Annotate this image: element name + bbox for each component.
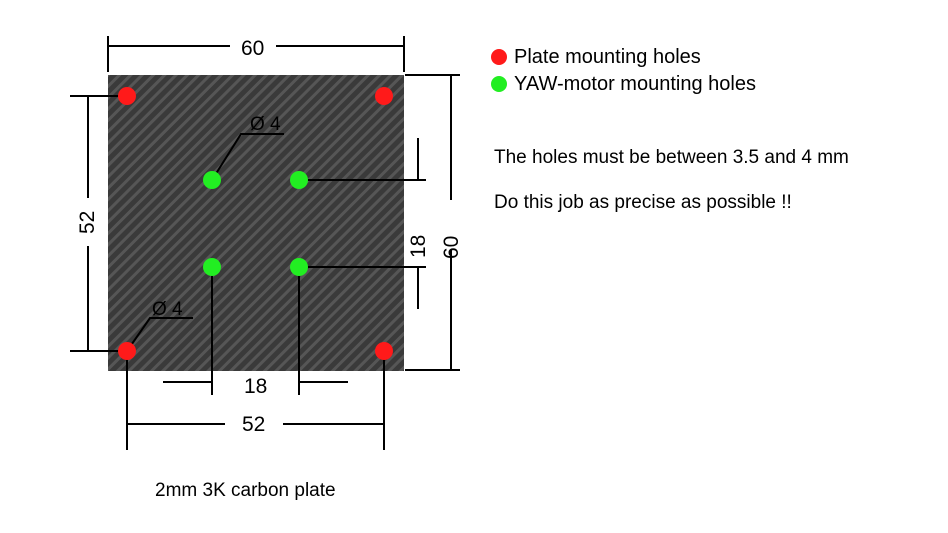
- legend-yaw-holes: YAW-motor mounting holes: [491, 72, 756, 96]
- holes: [118, 87, 393, 360]
- dimension-inner-vertical-18: 18: [407, 234, 430, 258]
- legend-yaw-holes-label: YAW-motor mounting holes: [514, 73, 756, 95]
- carbon-plate: [108, 75, 404, 371]
- legend-plate-holes-label: Plate mounting holes: [514, 46, 701, 68]
- dimension-bottom-52: 52: [242, 413, 266, 436]
- hole-diameter-label-top: Ø 4: [250, 114, 281, 135]
- yaw-hole-top-right: [290, 171, 308, 189]
- red-dot-icon: [491, 49, 507, 65]
- note-tolerance: The holes must be between 3.5 and 4 mm: [494, 147, 849, 168]
- legend-plate-holes: Plate mounting holes: [491, 45, 701, 69]
- yaw-hole-top-left: [203, 171, 221, 189]
- dimension-top-60: 60: [241, 37, 265, 60]
- plate-hole-bottom-left: [118, 342, 136, 360]
- dimension-lines: [70, 36, 460, 450]
- dimension-left-52: 52: [76, 210, 99, 234]
- green-dot-icon: [491, 76, 507, 92]
- plate-hole-top-left: [118, 87, 136, 105]
- note-precision: Do this job as precise as possible !!: [494, 192, 792, 213]
- plate-hole-bottom-right: [375, 342, 393, 360]
- hole-diameter-label-bottom: Ø 4: [152, 299, 183, 320]
- plate-hole-top-right: [375, 87, 393, 105]
- dimension-inner-horizontal-18: 18: [244, 375, 268, 398]
- yaw-hole-bottom-right: [290, 258, 308, 276]
- dimension-right-60: 60: [440, 235, 463, 259]
- plate-caption: 2mm 3K carbon plate: [155, 480, 336, 501]
- yaw-hole-bottom-left: [203, 258, 221, 276]
